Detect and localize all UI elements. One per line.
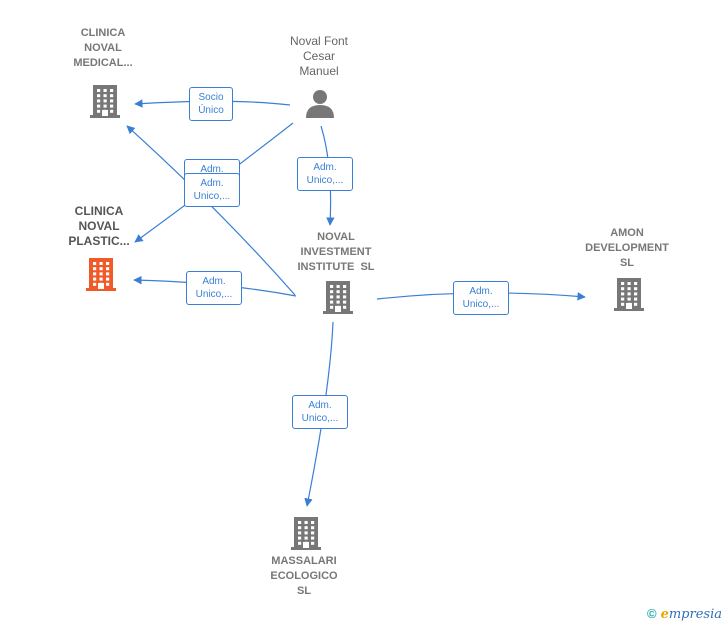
node-label-line: NOVAL bbox=[78, 219, 120, 233]
empresia-logo: empresia bbox=[660, 607, 722, 622]
node-label-line: NOVAL bbox=[317, 231, 355, 243]
edge-noval_investment-to-clinica_medical bbox=[126, 125, 296, 296]
edge-label-line: Adm. bbox=[202, 276, 226, 287]
building-icon-noval_investment[interactable] bbox=[323, 281, 353, 314]
edge-label-line: Adm. bbox=[308, 400, 332, 411]
node-label-line: PLASTIC... bbox=[68, 234, 130, 248]
edge-label-line: Único bbox=[198, 105, 224, 116]
node-label-line: MEDICAL... bbox=[73, 57, 133, 69]
node-label-line: AMON bbox=[610, 227, 644, 239]
edge-label-noval_investment[interactable]: Adm. Unico,... bbox=[297, 157, 353, 191]
node-label-line: DEVELOPMENT bbox=[585, 242, 669, 254]
edge-label-line: Unico,... bbox=[195, 289, 233, 300]
node-label-line: INSTITUTE SL bbox=[297, 261, 375, 273]
edge-label-amon[interactable]: Adm. Unico,... bbox=[453, 281, 509, 315]
node-label-clinica_medical[interactable]: CLINICA NOVAL MEDICAL... bbox=[48, 26, 158, 71]
building-icon-amon[interactable] bbox=[614, 278, 644, 311]
node-label-line: CLINICA bbox=[74, 204, 124, 218]
edge-label-line: Unico,... bbox=[301, 413, 339, 424]
edge-label-line: Unico,... bbox=[306, 175, 344, 186]
node-label-line: INVESTMENT bbox=[300, 246, 372, 258]
copyright-icon: © bbox=[646, 606, 657, 621]
edge-label-line: Unico,... bbox=[462, 299, 500, 310]
building-icon-clinica_plastic[interactable] bbox=[86, 258, 116, 291]
node-label-line: Noval Font bbox=[289, 34, 349, 48]
edge-label-line: Unico,... bbox=[193, 191, 231, 202]
edge-label-line: Adm. bbox=[200, 164, 224, 175]
edge-label-clinica_plastic[interactable]: Adm. Unico,... bbox=[186, 271, 242, 305]
node-label-line: NOVAL bbox=[84, 42, 122, 54]
edge-label-line: Adm. bbox=[313, 162, 337, 173]
node-label-amon[interactable]: AMON DEVELOPMENT SL bbox=[572, 226, 682, 271]
node-label-massalari[interactable]: MASSALARI ECOLOGICO SL bbox=[249, 554, 359, 599]
node-label-line: CLINICA bbox=[80, 27, 126, 39]
node-label-line: ECOLOGICO bbox=[270, 570, 338, 582]
edge-label-massalari[interactable]: Adm. Unico,... bbox=[292, 395, 348, 429]
node-label-line: SL bbox=[296, 585, 312, 597]
edge-label-line: Adm. bbox=[200, 178, 224, 189]
edge-label-line: Socio bbox=[198, 92, 224, 103]
edge-label-clinica_medical[interactable]: Adm. Unico,... bbox=[184, 173, 240, 207]
node-label-line: Manuel bbox=[299, 64, 339, 78]
building-icon-massalari[interactable] bbox=[291, 517, 321, 550]
node-label-line: Cesar bbox=[302, 49, 335, 63]
node-label-line: MASSALARI bbox=[271, 555, 337, 567]
person-icon[interactable] bbox=[306, 90, 334, 118]
node-label-noval_investment[interactable]: NOVAL INVESTMENT INSTITUTE SL bbox=[281, 230, 391, 275]
edge-label-line: Adm. bbox=[469, 286, 493, 297]
building-icon-clinica_medical[interactable] bbox=[90, 85, 120, 118]
node-label-line: SL bbox=[619, 257, 635, 269]
footer-brand: ©empresia bbox=[647, 606, 722, 622]
